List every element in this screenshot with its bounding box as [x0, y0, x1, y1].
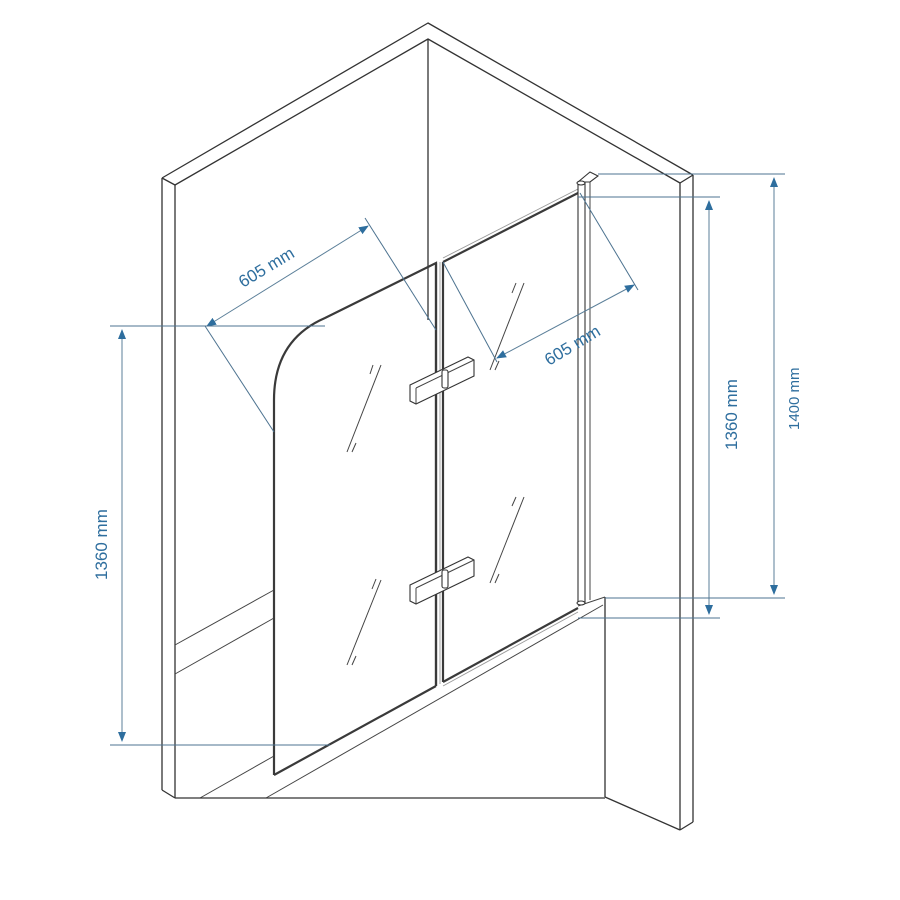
- panel-joint: [434, 262, 445, 686]
- bathtub-edge: [174, 589, 681, 831]
- dimension-left-panel-width: 605 mm: [204, 217, 437, 433]
- glass-height-label: 1360 mm: [722, 379, 741, 450]
- total-height-label: 1400 mm: [786, 367, 803, 430]
- lower-glass-hinge: [409, 556, 475, 605]
- rounded-corner-glass-panel: [272, 261, 438, 776]
- dimension-glass-height: 1360 mm: [578, 196, 741, 619]
- wall-corner: [161, 22, 694, 831]
- upper-glass-hinge: [409, 356, 475, 405]
- dimension-left-panel-height: 1360 mm: [92, 325, 330, 746]
- left-panel-width-label: 605 mm: [235, 244, 297, 292]
- left-panel-height-label: 1360 mm: [92, 509, 111, 580]
- wall-profile: [576, 171, 600, 606]
- right-panel-width-label: 605 mm: [541, 322, 603, 370]
- dimension-right-panel-width: 605 mm: [442, 192, 639, 370]
- dimension-total-height: 1400 mm: [598, 173, 803, 599]
- fixed-glass-panel: [442, 188, 579, 687]
